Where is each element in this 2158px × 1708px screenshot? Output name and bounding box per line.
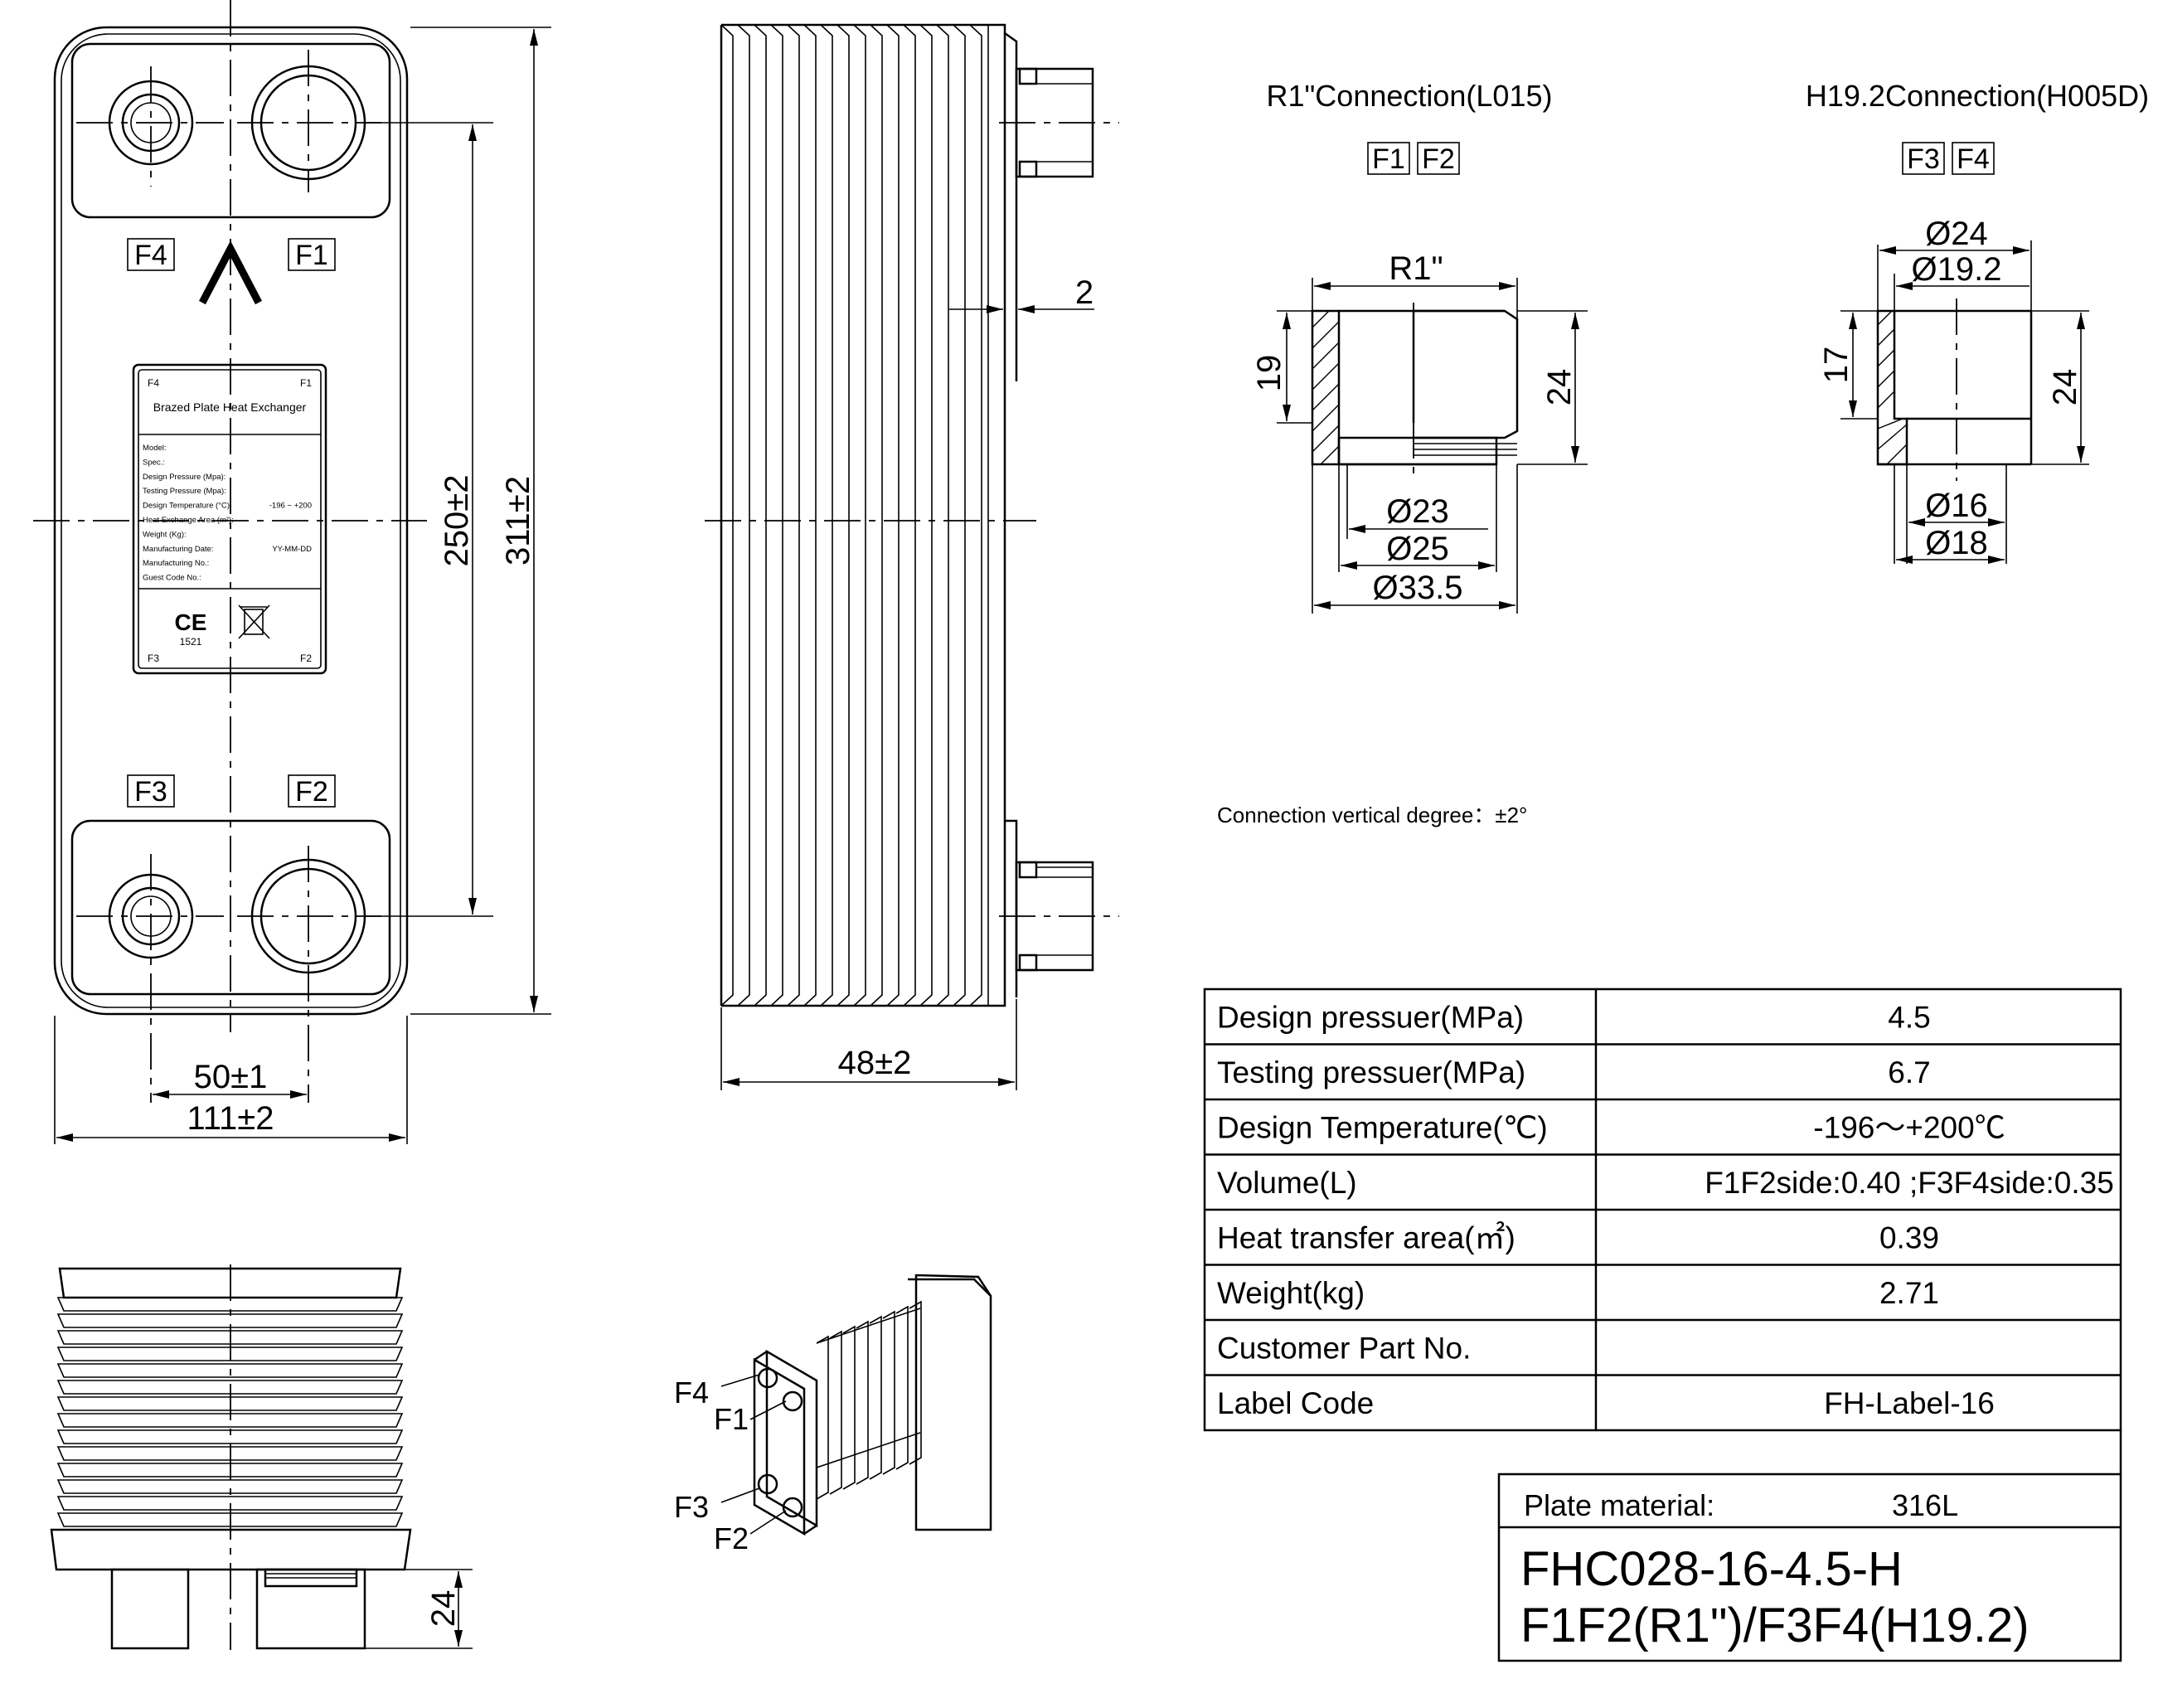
dim-connection-height: 24	[425, 1590, 462, 1628]
spec-row-value: 0.39	[1879, 1220, 1939, 1254]
dim-depth: 48±2	[838, 1045, 912, 1081]
h192-dim-d18: Ø18	[1925, 525, 1988, 561]
plate-material-label: Plate material:	[1524, 1488, 1714, 1522]
iso-label-f3: F3	[674, 1490, 709, 1524]
spec-row-value: FH-Label-16	[1824, 1386, 1995, 1420]
h192-dim-h24: 24	[2047, 369, 2083, 406]
nameplate-corner-f3: F3	[148, 653, 159, 664]
r1-dim-h19: 19	[1251, 355, 1288, 392]
disposal-bin-icon	[238, 604, 270, 639]
bottom-pipe-connection	[110, 1568, 190, 1650]
nameplate-field-label: Testing Pressure (Mpa):	[143, 487, 226, 496]
nameplate-field-label: Guest Code No.:	[143, 574, 201, 583]
spec-row-label: Label Code	[1217, 1386, 1374, 1420]
dim-height: 311±2	[500, 476, 536, 565]
nameplate-field-label: Manufacturing Date:	[143, 545, 214, 554]
title-block: Plate material: 316L FHC028-16-4.5-H F1F…	[1497, 1430, 2122, 1662]
dim-port-vertical: 250±2	[439, 475, 475, 567]
isometric-view: F4 F1 F3 F2	[674, 1274, 992, 1555]
spec-row-value: -196～+200℃	[1813, 1110, 2005, 1144]
spec-row-value: 4.5	[1888, 1000, 1930, 1034]
r1-connection-detail: R1"Connection(L015) F1 F2 R1" 19	[1251, 79, 1588, 614]
r1-dim-d335: Ø33.5	[1373, 570, 1463, 606]
top-port-pad	[70, 42, 391, 219]
nameplate-corner-f2: F2	[300, 653, 312, 664]
nameplate-field-value: YY-MM-DD	[272, 545, 312, 554]
label-f1: F1	[295, 240, 328, 271]
spec-row-label: Design pressuer(MPa)	[1217, 1000, 1524, 1034]
r1-dim-d23: Ø23	[1386, 493, 1449, 530]
front-view: F4 F1 F3 F2 F4 F1 Brazed Plate Heat Exch…	[33, 0, 551, 1144]
r1-dim-d25: Ø25	[1386, 531, 1449, 567]
spec-row-label: Volume(L)	[1217, 1166, 1357, 1200]
r1-dim-h24: 24	[1541, 369, 1578, 406]
flow-direction-icon	[199, 240, 262, 305]
nameplate-field-label: Heat Exchange Area (m²):	[143, 516, 234, 525]
label-f2: F2	[295, 776, 328, 808]
spec-row-label: Testing pressuer(MPa)	[1217, 1055, 1525, 1089]
nameplate-corner-f4: F4	[148, 377, 159, 389]
h192-connection-detail: H19.2Connection(H005D) F3 F4 Ø24 Ø19.2 1…	[1806, 79, 2149, 564]
bottom-threaded-connection	[255, 1568, 366, 1650]
h192-dim-h17: 17	[1818, 347, 1855, 384]
r1-port-2: F2	[1422, 143, 1455, 175]
ce-mark: CE	[175, 609, 207, 635]
h192-dim-d192: Ø19.2	[1912, 251, 2002, 288]
nameplate-field-label: Design Pressure (Mpa):	[143, 473, 225, 482]
h192-port-1: F3	[1907, 143, 1940, 175]
nameplate: F4 F1 Brazed Plate Heat Exchanger Model:…	[132, 363, 327, 675]
spec-row-label: Customer Part No.	[1217, 1331, 1471, 1365]
nameplate-corner-f1: F1	[300, 377, 312, 389]
spec-row-value: 6.7	[1888, 1055, 1930, 1089]
h192-connection-title: H19.2Connection(H005D)	[1806, 79, 2149, 113]
side-view: 2 48±2	[705, 23, 1119, 1090]
r1-port-1: F1	[1372, 143, 1405, 175]
dim-port-spacing: 50±1	[194, 1059, 268, 1095]
nameplate-field-label: Manufacturing No.:	[143, 559, 209, 568]
dim-offset: 2	[1075, 274, 1094, 311]
h192-dim-d24: Ø24	[1925, 216, 1988, 252]
label-f4: F4	[134, 240, 167, 271]
spec-row-label: Weight(kg)	[1217, 1276, 1365, 1310]
side-lower-connection	[1015, 861, 1094, 972]
h192-port-2: F4	[1957, 143, 1990, 175]
r1-dim-thread: R1"	[1389, 250, 1443, 287]
label-f3: F3	[134, 776, 167, 808]
ce-number: 1521	[180, 636, 202, 648]
iso-label-f4: F4	[674, 1376, 709, 1410]
nameplate-field-label: Design Temperature (°C):	[143, 502, 232, 511]
iso-label-f2: F2	[714, 1521, 749, 1555]
vertical-degree-note: Connection vertical degree：±2°	[1217, 803, 1527, 827]
spec-row-value: 2.71	[1879, 1276, 1939, 1310]
nameplate-field-value: -196 ~ +200	[269, 502, 312, 511]
spec-row-label: Heat transfer area(㎡)	[1217, 1220, 1515, 1254]
spec-row-value: F1F2side:0.40 ;F3F4side:0.35	[1705, 1166, 2114, 1200]
iso-label-f1: F1	[714, 1402, 749, 1436]
bottom-view: 24	[50, 1264, 473, 1650]
h192-dim-d16: Ø16	[1925, 488, 1988, 524]
r1-connection-title: R1"Connection(L015)	[1267, 79, 1553, 113]
nameplate-title: Brazed Plate Heat Exchanger	[153, 400, 307, 414]
nameplate-field-label: Spec.:	[143, 458, 165, 467]
plate-material-value: 316L	[1892, 1488, 1958, 1522]
model-line-1: FHC028-16-4.5-H	[1520, 1542, 1903, 1596]
nameplate-field-label: Model:	[143, 444, 167, 453]
dim-width: 111±2	[187, 1100, 274, 1137]
model-line-2: F1F2(R1")/F3F4(H19.2)	[1520, 1599, 2029, 1652]
nameplate-field-label: Weight (Kg):	[143, 530, 187, 539]
spec-row-label: Design Temperature(℃)	[1217, 1110, 1548, 1144]
